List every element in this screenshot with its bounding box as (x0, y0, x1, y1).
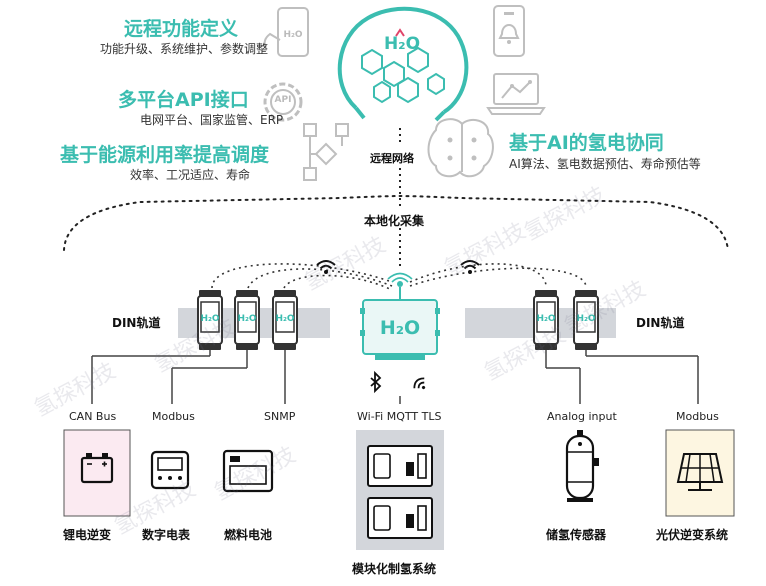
protocol-modbus-left: Modbus (152, 410, 195, 423)
din-label-right: DIN轨道 (636, 316, 685, 330)
feature-ai-desc: AI算法、氢电数据预估、寿命预估等 (509, 157, 701, 171)
network-label: 远程网络 (370, 152, 414, 165)
device-solar-label: 光伏逆变系统 (656, 528, 729, 542)
din-module (197, 289, 223, 351)
svg-text:H₂O: H₂O (283, 30, 302, 40)
battery-icon (80, 453, 114, 484)
din-module (533, 289, 559, 351)
bluetooth-icon (370, 370, 382, 394)
local-label: 本地化采集 (364, 214, 425, 228)
protocol-analog: Analog input (547, 410, 617, 423)
din-label-left: DIN轨道 (112, 316, 161, 330)
laptop-chart-icon (486, 73, 546, 115)
device-meter-label: 数字电表 (142, 528, 191, 542)
feature-dispatch-desc: 效率、工况适应、寿命 (130, 168, 251, 182)
flowchart-icon (303, 123, 349, 181)
tank-icon (565, 430, 599, 502)
phone-icon: H₂O (263, 7, 309, 57)
tablet-bell-icon (493, 5, 525, 57)
fuelcell-icon (222, 449, 274, 493)
feature-dispatch-title: 基于能源利用率提高调度 (60, 144, 270, 166)
api-gear-icon (263, 82, 303, 122)
wifi-icon (316, 260, 336, 275)
din-module (573, 289, 599, 351)
electrolyzer-icon (367, 445, 433, 539)
din-module (272, 289, 298, 351)
api-badge: API (274, 95, 292, 105)
feature-api-title: 多平台API接口 (118, 89, 249, 111)
svg-text:H₂O: H₂O (380, 317, 420, 339)
gateway-device: H₂O (360, 272, 440, 360)
protocol-wifi: Wi-Fi MQTT TLS (357, 410, 442, 423)
feature-ai-title: 基于AI的氢电协同 (509, 132, 664, 154)
meter-icon (150, 450, 190, 490)
solar-panel-icon (676, 453, 724, 491)
device-module-label: 模块化制氢系统 (352, 562, 437, 576)
device-battery-label: 锂电逆变 (63, 528, 112, 542)
network-logo-icon: H₂O (337, 6, 469, 122)
protocol-can: CAN Bus (69, 410, 117, 423)
din-module (234, 289, 260, 351)
brain-chip-icon (427, 118, 494, 178)
device-tank-label: 储氢传感器 (546, 528, 607, 542)
device-fuelcell-label: 燃料电池 (224, 528, 273, 542)
feature-remote-desc: 功能升级、系统维护、参数调整 (100, 42, 269, 56)
feature-api-desc: 电网平台、国家监管、ERP (140, 113, 284, 127)
protocol-snmp: SNMP (264, 410, 296, 423)
protocol-modbus-right: Modbus (676, 410, 719, 423)
feature-remote-title: 远程功能定义 (124, 18, 239, 40)
svg-text:H₂O: H₂O (384, 34, 420, 54)
